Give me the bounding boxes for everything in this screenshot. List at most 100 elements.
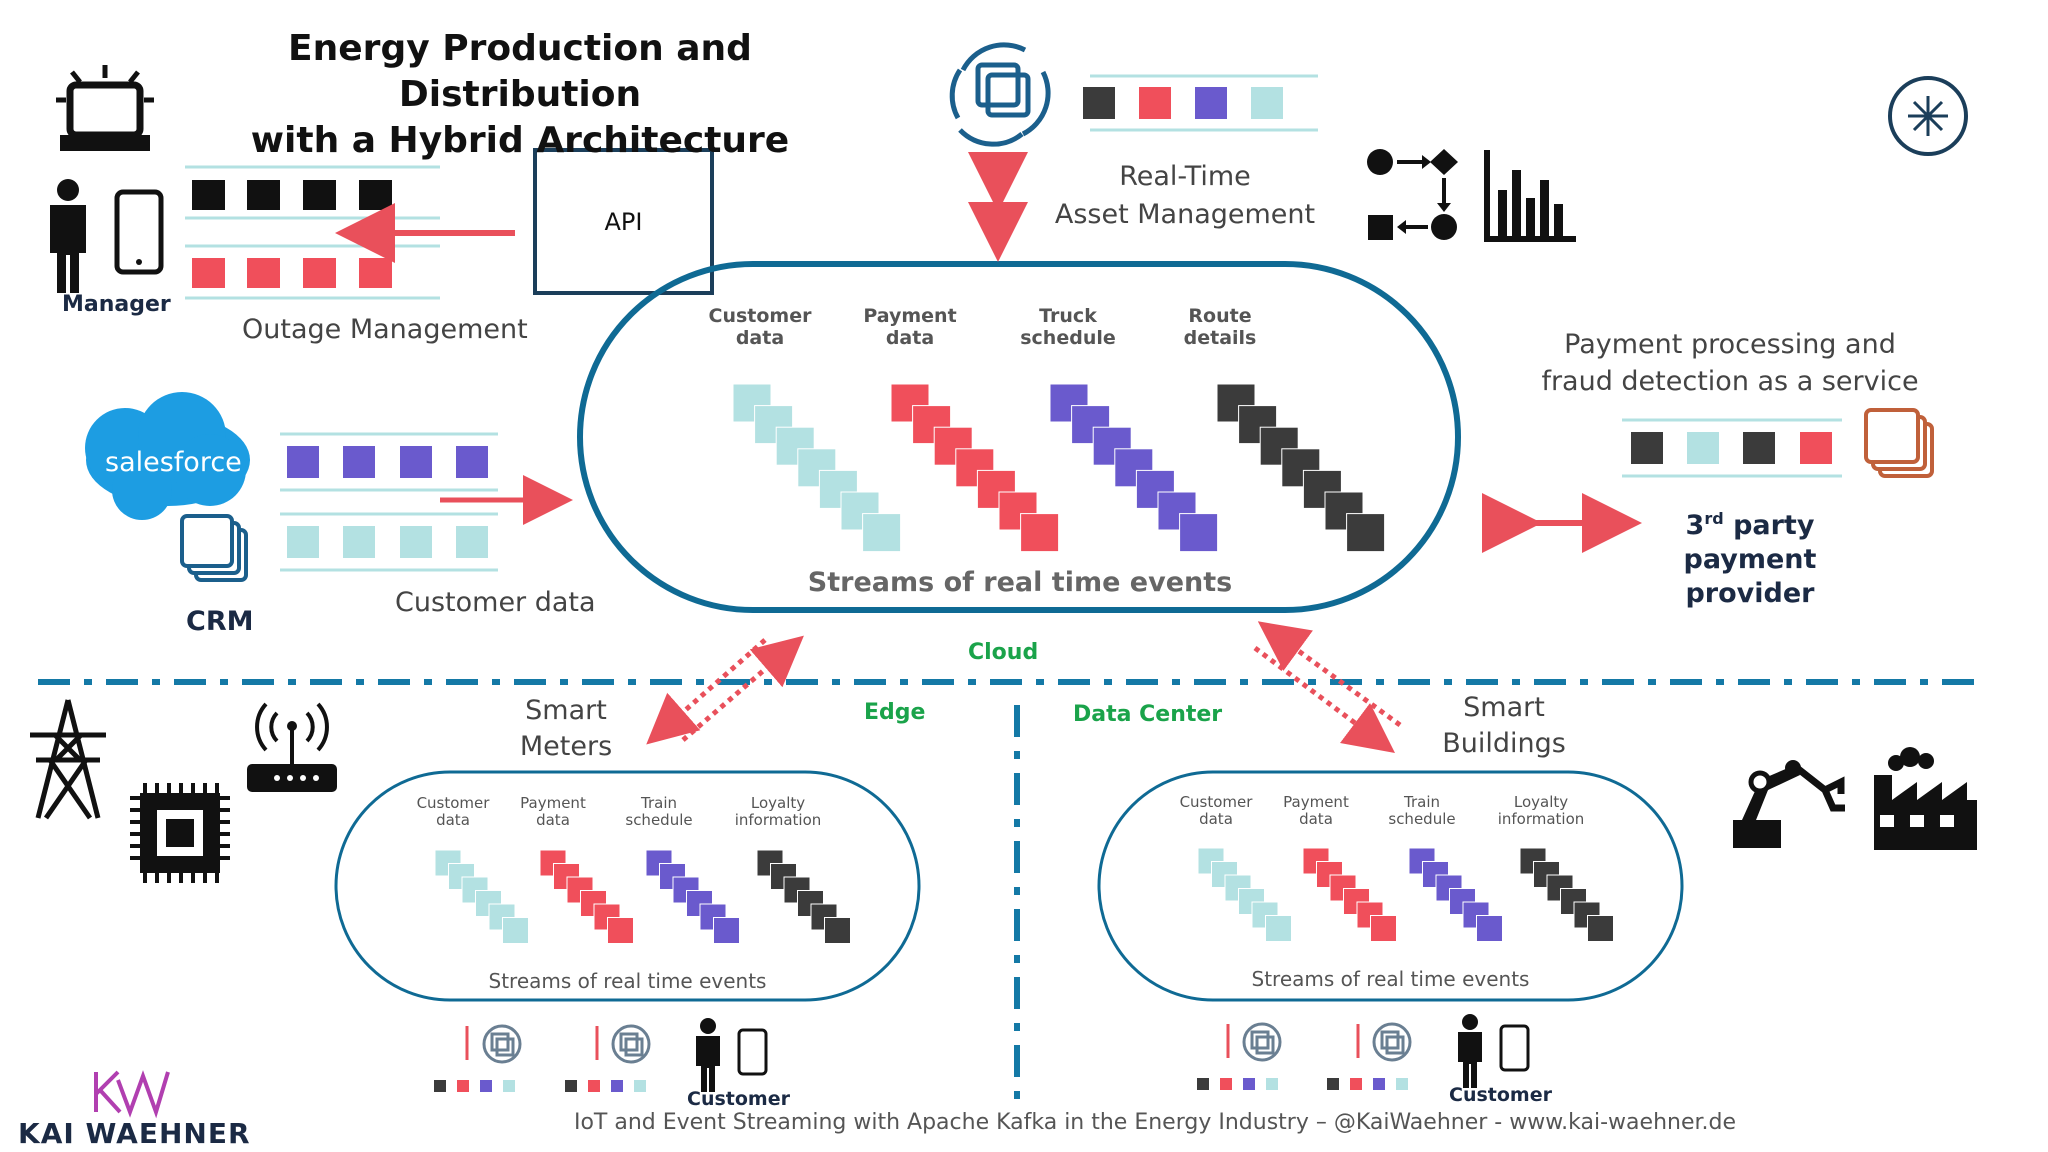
outage-stream: [185, 165, 515, 300]
stack-icon: [1864, 408, 1934, 478]
provider-party: party: [1723, 510, 1815, 541]
cloud-col-label: Payment data: [863, 305, 957, 349]
edge-customer-label: Customer: [687, 1088, 790, 1110]
edge-col-train: Train schedule: [625, 794, 693, 829]
edge-customer-icons: [434, 1018, 768, 1092]
zone-edge: Edge: [864, 700, 926, 725]
payment-label-line-1: Payment processing and: [1564, 329, 1896, 360]
edge-sync-arrows: [646, 635, 804, 745]
dc-event-square: [1587, 915, 1614, 942]
api-box: [533, 148, 714, 295]
page-title: Energy Production and Distribution with …: [170, 26, 870, 164]
phone-icon: [114, 189, 164, 275]
dc-col-customer: Customer data: [1179, 793, 1253, 828]
cloud-event-square: [955, 448, 995, 488]
payment-label-line-2: fraud detection as a service: [1541, 366, 1919, 397]
datacenter-title-line-2: Buildings: [1442, 728, 1566, 759]
cloud-event-square: [862, 513, 902, 553]
datacenter-title: Smart Buildings: [1434, 690, 1574, 762]
robot-arm-icon: [1733, 760, 1845, 848]
edge-stream-oval: [334, 770, 921, 1002]
api-label: API: [604, 208, 643, 236]
edge-col-payment: Payment data: [520, 794, 586, 829]
edge-event-square: [607, 917, 634, 944]
datacenter-stream-oval: [1097, 770, 1684, 1002]
salesforce-text: salesforce: [105, 447, 242, 478]
sync-icon: [949, 42, 1051, 147]
dc-col-train: Train schedule: [1388, 793, 1456, 828]
footer-text: IoT and Event Streaming with Apache Kafk…: [573, 1110, 1737, 1135]
router-icon: [247, 702, 337, 792]
provider-line-2: payment: [1683, 544, 1817, 575]
salesforce-cloud-icon: [85, 392, 250, 520]
cloud-event-square: [818, 469, 858, 509]
crm-label: CRM: [186, 606, 254, 637]
edge-title-line-2: Meters: [519, 731, 613, 762]
cloud-event-square: [1020, 513, 1060, 553]
crm-stream: [280, 432, 573, 572]
cloud-event-square: [1179, 513, 1219, 553]
bar-chart-icon: [1484, 150, 1576, 242]
manager-label: Manager: [62, 292, 171, 317]
provider-rd: rd: [1704, 509, 1724, 528]
power-tower-icon: [30, 699, 106, 820]
edge-event-square: [713, 917, 740, 944]
cloud-col-payment: Payment data: [850, 305, 970, 349]
edge-col-customer: Customer data: [416, 794, 490, 829]
edge-stream-label: Streams of real time events: [488, 969, 767, 993]
kw-logo-icon: [94, 1070, 170, 1119]
cloud-event-square: [933, 426, 973, 466]
payment-provider: 3rd party payment provider: [1640, 502, 1860, 611]
provider-line-3: provider: [1685, 578, 1815, 609]
asset-label-line-2: Asset Management: [1054, 199, 1316, 230]
crm-stack-icon: [180, 514, 248, 582]
cloud-col-customer: Customer data: [700, 305, 820, 349]
zone-data-center: Data Center: [1073, 702, 1223, 727]
kafka-logo-icon: [1888, 76, 1968, 156]
provider-3: 3: [1685, 510, 1705, 541]
dc-col-payment: Payment data: [1283, 793, 1349, 828]
cloud-col-truck: Truck schedule: [1008, 305, 1128, 349]
cloud-stream-label: Streams of real time events: [807, 567, 1233, 598]
dc-customer-label: Customer: [1449, 1084, 1552, 1106]
cloud-col-label: Truck schedule: [1020, 305, 1116, 349]
payment-label: Payment processing and fraud detection a…: [1520, 326, 1940, 400]
zone-cloud: Cloud: [968, 640, 1039, 665]
customer-data-label: Customer data: [395, 587, 596, 618]
cloud-col-route: Route details: [1160, 305, 1280, 349]
edge-event-square: [824, 917, 851, 944]
title-line-2: with a Hybrid Architecture: [250, 120, 790, 161]
title-line-1: Energy Production and Distribution: [288, 28, 752, 115]
chip-icon: [130, 783, 230, 883]
asset-label: Real-Time Asset Management: [1050, 158, 1320, 234]
datacenter-customer-icons: [1197, 1014, 1530, 1090]
cloud-stream-oval: [577, 261, 1461, 613]
dc-stream-label: Streams of real time events: [1251, 967, 1530, 991]
cloud-col-label: Route details: [1183, 305, 1257, 349]
edge-event-square: [502, 917, 529, 944]
siren-icon: [56, 65, 154, 151]
payment-stream: [1622, 418, 1842, 478]
cloud-event-square: [1157, 491, 1197, 531]
edge-title-line-1: Smart: [525, 695, 607, 726]
logo-name: KAI WAEHNER: [18, 1117, 251, 1150]
dc-event-square: [1370, 915, 1397, 942]
event-stacks: [434, 383, 1614, 944]
cloud-event-square: [1346, 513, 1386, 553]
cloud-col-label: Customer data: [708, 305, 812, 349]
dc-event-square: [1476, 915, 1503, 942]
dc-col-loyalty: Loyalty information: [1497, 793, 1585, 828]
person-icon: [50, 179, 86, 293]
cloud-event-square: [1114, 448, 1154, 488]
asset-label-line-1: Real-Time: [1119, 161, 1251, 192]
dc-event-square: [1265, 915, 1292, 942]
edge-col-loyalty: Loyalty information: [734, 794, 822, 829]
flow-icon: [1367, 149, 1458, 240]
outage-label: Outage Management: [242, 314, 528, 345]
asset-stream: [1083, 74, 1318, 132]
factory-icon: [1874, 747, 1977, 850]
datacenter-title-line-1: Smart: [1463, 692, 1545, 723]
datacenter-sync-arrows: [1253, 621, 1402, 753]
edge-title: Smart Meters: [496, 693, 636, 765]
